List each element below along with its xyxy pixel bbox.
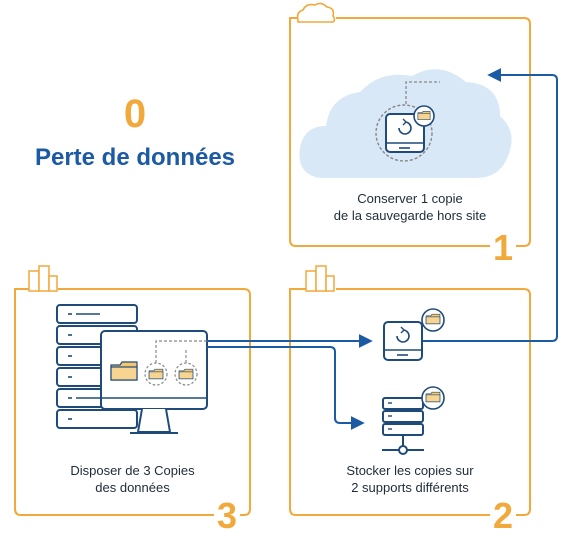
monitor-icon [100, 330, 222, 434]
zero-number: 0 [123, 92, 147, 136]
box-three-copies [14, 265, 251, 516]
hero: 0 Perte de données [0, 92, 270, 172]
box-offsite [289, 2, 531, 247]
small-cloud-icon [296, 2, 336, 23]
page-title: Perte de données [34, 144, 236, 171]
cloud-drive-icon [375, 81, 440, 162]
caption-step-2: Stocker les copies sur 2 supports différ… [346, 463, 474, 495]
arrow-to-offsite [423, 68, 558, 342]
step-number-1: 1 [490, 230, 517, 266]
hard-drive-icon [383, 308, 445, 361]
building-icon [305, 265, 335, 292]
box-two-media [289, 265, 531, 516]
arrow-to-server [207, 346, 365, 430]
building-icon [28, 265, 58, 292]
caption-step-1: Conserver 1 copie de la sauvegarde hors … [333, 191, 487, 223]
step-number-2: 2 [490, 498, 517, 534]
caption-step-3: Disposer de 3 Copies des données [70, 463, 195, 495]
step-number-3: 3 [214, 498, 241, 534]
network-server-icon [382, 386, 445, 455]
